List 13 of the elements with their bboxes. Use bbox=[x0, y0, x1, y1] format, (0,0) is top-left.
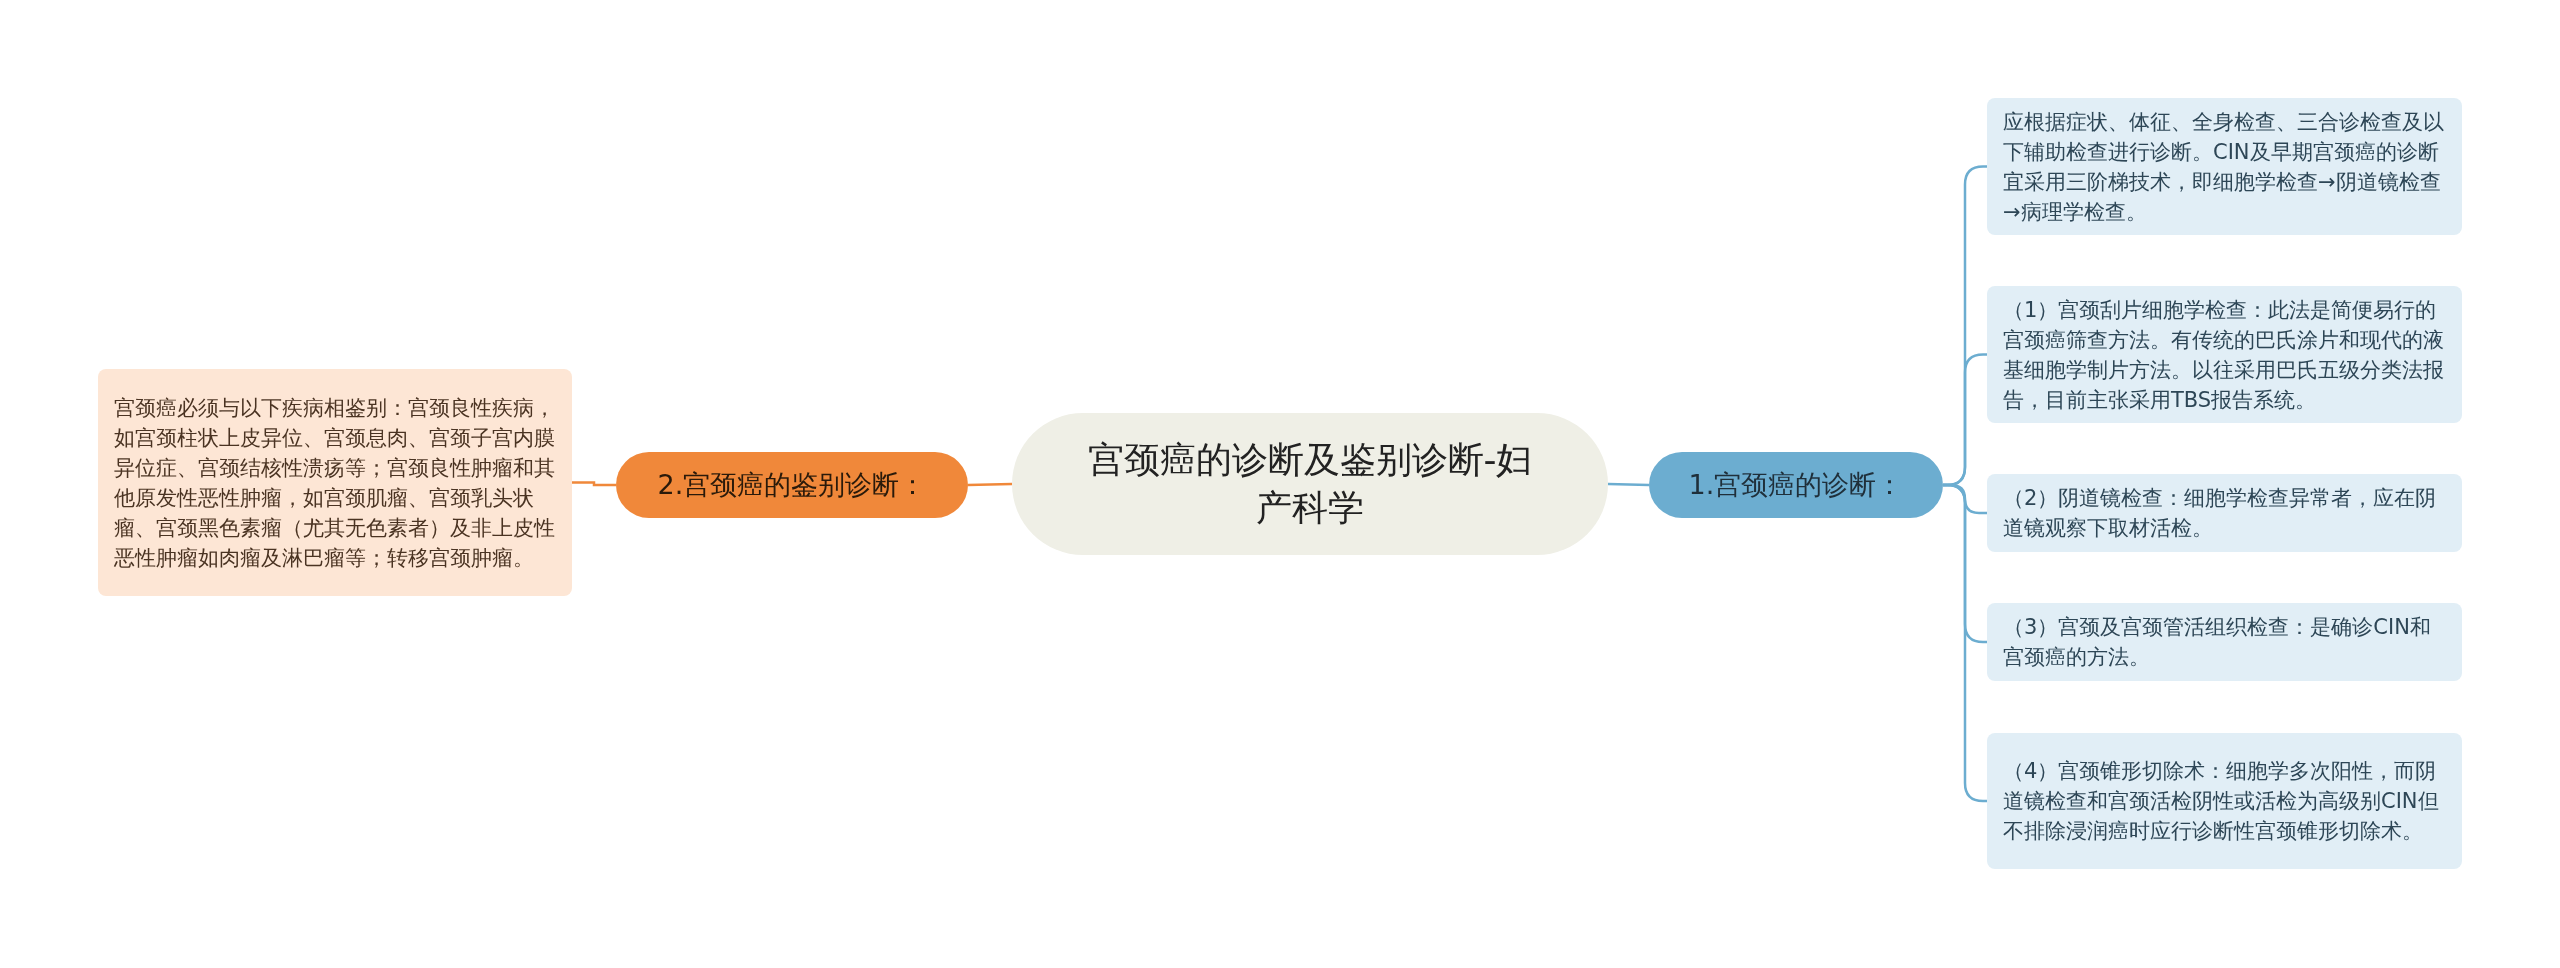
branch-topic-pill: 1.宫颈癌的诊断： bbox=[1649, 452, 1943, 518]
note-box: （1）宫颈刮片细胞学检查：此法是简便易行的宫颈癌筛查方法。有传统的巴氏涂片和现代的液基细胞学制片方法。以往采用巴氏五级分类法报告，目前主张采用TBS报告系统。 bbox=[1987, 286, 2462, 423]
note-box: （2）阴道镜检查：细胞学检查异常者，应在阴道镜观察下取材活检。 bbox=[1987, 474, 2462, 552]
root-topic-pill: 宫颈癌的诊断及鉴别诊断-妇产科学 bbox=[1012, 413, 1608, 555]
note-box: （3）宫颈及宫颈管活组织检查：是确诊CIN和宫颈癌的方法。 bbox=[1987, 603, 2462, 681]
note-box: 应根据症状、体征、全身检查、三合诊检查及以下辅助检查进行诊断。CIN及早期宫颈癌的诊断宜采用三阶梯技术，即细胞学检查→阴道镜检查→病理学检查。 bbox=[1987, 98, 2462, 235]
connector-line bbox=[572, 481, 616, 487]
connector-line bbox=[1607, 482, 1650, 487]
note-box: （4）宫颈锥形切除术：细胞学多次阳性，而阴道镜检查和宫颈活检阴性或活检为高级别CIN但不排除浸润癌时应行诊断性宫颈锥形切除术。 bbox=[1987, 733, 2462, 869]
connector-line bbox=[1943, 483, 1987, 644]
connector-line bbox=[967, 482, 1013, 487]
branch-topic-pill: 2.宫颈癌的鉴别诊断： bbox=[616, 452, 968, 518]
note-box: 宫颈癌必须与以下疾病相鉴别：宫颈良性疾病，如宫颈柱状上皮异位、宫颈息肉、宫颈子宫内膜异位症、宫颈结核性溃疡等；宫颈良性肿瘤和其他原发性恶性肿瘤，如宫颈肌瘤、宫颈乳头状瘤、宫颈黑色素瘤（尤其无色素者）及非上皮性恶性肿瘤如肉瘤及淋巴瘤等；转移宫颈肿瘤。 bbox=[98, 369, 572, 596]
